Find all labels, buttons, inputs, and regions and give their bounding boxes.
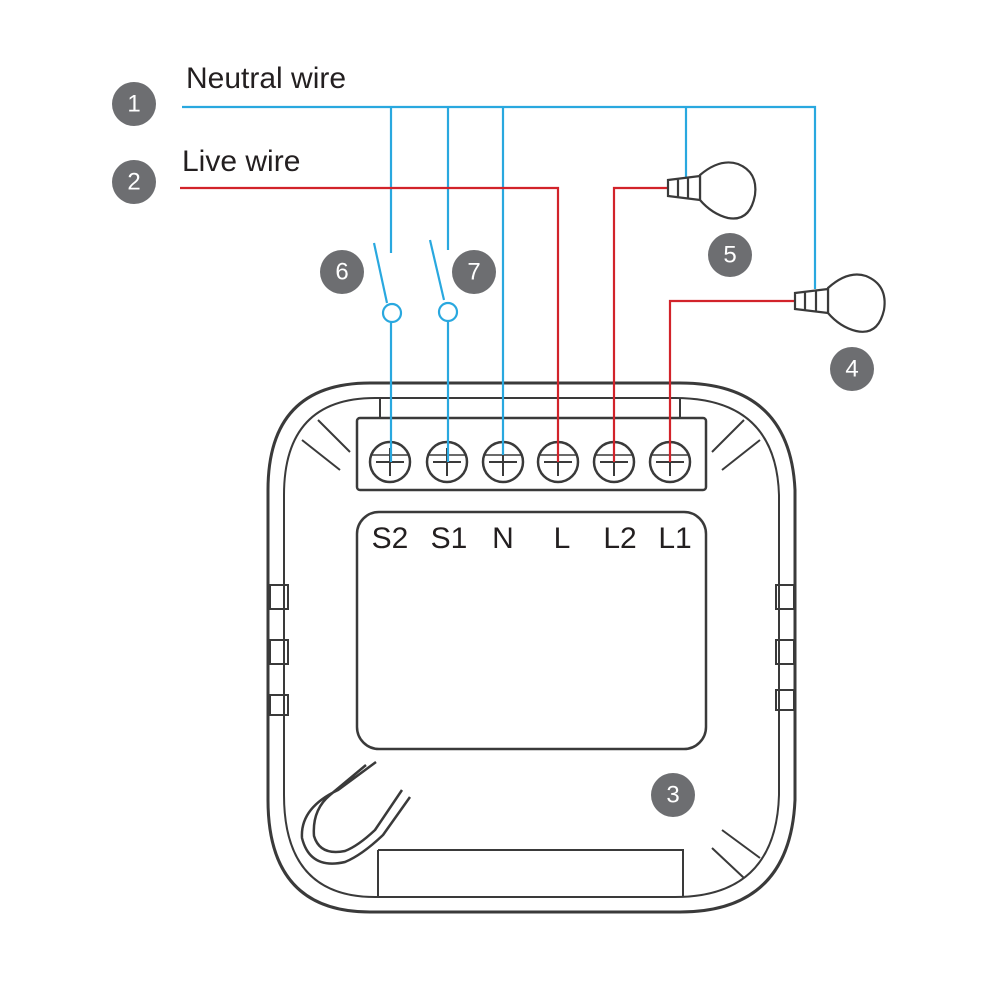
- badge-live: 2: [112, 160, 156, 204]
- housing-outer-outline: [266, 381, 797, 914]
- terminal-label-l: L: [554, 522, 571, 555]
- badge-module: 3: [651, 773, 695, 817]
- live-wiring: [180, 186, 795, 462]
- terminal-labels: S2 S1 N L L2 L1: [372, 522, 692, 555]
- lamp-l2: [666, 161, 757, 220]
- housing-corner-bevel-br: [711, 829, 761, 879]
- housing-inner-outline: [283, 397, 780, 898]
- housing-top-rim: [379, 398, 681, 418]
- terminal-label-panel: [355, 510, 708, 751]
- neutral-wire-label: Neutral wire: [186, 62, 346, 95]
- live-wire-label: Live wire: [182, 145, 300, 178]
- terminal-label-s2: S2: [372, 522, 409, 555]
- housing-side-clips-right: [775, 584, 795, 711]
- housing-side-clips-left: [269, 584, 289, 716]
- housing-corner-bevel-tr: [711, 419, 761, 471]
- terminal-screws: [368, 440, 692, 484]
- terminal-label-l2: L2: [603, 522, 636, 555]
- neutral-main-line: [182, 105, 817, 289]
- lamp-l1-bulb: [826, 273, 886, 333]
- lamp-l2-bulb: [698, 161, 757, 220]
- device-housing: [266, 381, 797, 914]
- terminal-label-n: N: [492, 522, 514, 555]
- live-l2-to-lamp: [612, 186, 668, 462]
- badge-switch-s2-number: 6: [335, 259, 348, 286]
- lamp-l2-base: [666, 174, 702, 202]
- neutral-wiring: [182, 105, 817, 462]
- live-main-line: [180, 186, 560, 462]
- lamp-l1: [793, 273, 886, 333]
- lamp-l1-base: [793, 287, 830, 315]
- terminal-label-l1: L1: [658, 522, 691, 555]
- badge-lamp-l2: 5: [708, 233, 752, 277]
- hanging-hook: [300, 760, 412, 865]
- live-l1-to-lamp: [668, 299, 795, 462]
- badge-module-number: 3: [666, 782, 679, 809]
- badge-lamp-l1: 4: [830, 347, 874, 391]
- badge-lamp-l2-number: 5: [723, 242, 736, 269]
- badge-switch-s2: 6: [320, 250, 364, 294]
- switch-s1-blade: [428, 239, 446, 301]
- badge-neutral-number: 1: [127, 91, 140, 118]
- housing-bottom-rim: [377, 849, 684, 897]
- housing-corner-bevel-tl: [301, 419, 351, 471]
- switch-s2-blade: [372, 242, 389, 304]
- switch-s1-contact: [437, 301, 459, 323]
- badge-neutral: 1: [112, 82, 156, 126]
- badge-lamp-l1-number: 4: [845, 356, 858, 383]
- badge-switch-s1: 7: [452, 250, 496, 294]
- terminal-label-s1: S1: [431, 522, 468, 555]
- switch-s2-contact: [381, 302, 403, 324]
- badge-live-number: 2: [127, 169, 140, 196]
- badge-switch-s1-number: 7: [467, 259, 480, 286]
- terminal-block: [355, 416, 708, 492]
